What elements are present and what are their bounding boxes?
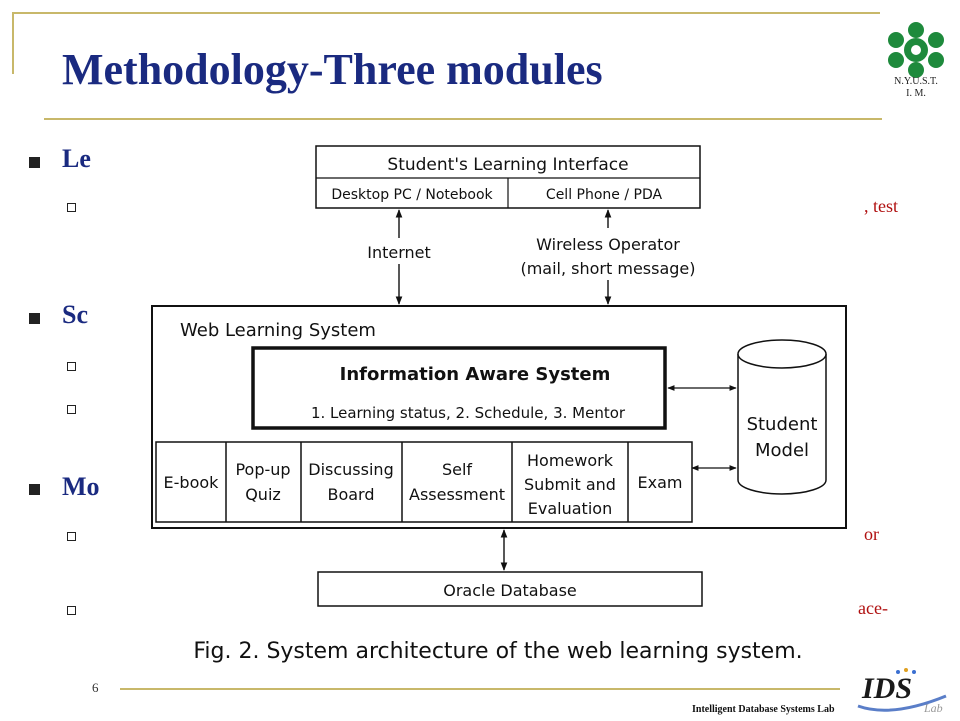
slide-frame-top bbox=[12, 12, 880, 14]
information-aware-box bbox=[251, 346, 667, 430]
sub-bullet-5-text: ace- bbox=[858, 598, 888, 618]
title-divider bbox=[44, 118, 882, 120]
interface-title: Student's Learning Interface bbox=[387, 155, 628, 175]
bullet-3-text: Mo bbox=[62, 472, 100, 501]
ias-items: 1. Learning status, 2. Schedule, 3. Ment… bbox=[311, 404, 626, 422]
sub-bullet-icon bbox=[67, 203, 76, 212]
logo-line-1: N.Y.U.S.T. bbox=[894, 76, 938, 87]
module-popup-quiz-1: Pop-up bbox=[235, 460, 290, 479]
sub-bullet-icon bbox=[67, 606, 76, 615]
sub-bullet-icon bbox=[67, 532, 76, 541]
ids-logo-text: IDS bbox=[861, 672, 912, 705]
module-popup-quiz-2: Quiz bbox=[245, 485, 281, 504]
bullet-square-icon bbox=[29, 484, 40, 495]
sub-bullet-4-text: or bbox=[864, 524, 879, 544]
module-self-assessment-2: Assessment bbox=[409, 485, 505, 504]
slide-title: Methodology-Three modules bbox=[62, 45, 603, 94]
student-model-cylinder bbox=[737, 339, 827, 495]
module-homework-1: Homework bbox=[527, 451, 614, 470]
desktop-label: Desktop PC / Notebook bbox=[331, 187, 493, 203]
module-exam: Exam bbox=[638, 473, 683, 492]
student-model-label-2: Model bbox=[755, 440, 809, 461]
ids-logo-sub: Lab bbox=[923, 701, 943, 715]
figure-caption: Fig. 2. System architecture of the web l… bbox=[193, 639, 802, 664]
sub-bullet-1-text: , test bbox=[864, 196, 898, 216]
leaf-emblem-icon bbox=[888, 22, 944, 78]
bullet-square-icon bbox=[29, 157, 40, 168]
footer-divider bbox=[120, 688, 840, 690]
cell-label: Cell Phone / PDA bbox=[546, 187, 663, 203]
bullet-1-text: Le bbox=[62, 144, 91, 173]
module-homework-2: Submit and bbox=[524, 475, 616, 494]
modules-row bbox=[155, 441, 693, 523]
ids-logo-icon: IDS Lab bbox=[857, 668, 947, 715]
module-discussing-board-1: Discussing bbox=[308, 460, 393, 479]
oracle-database-box bbox=[317, 571, 703, 607]
footer-lab-name: Intelligent Database Systems Lab bbox=[692, 704, 835, 715]
wireless-label-1: Wireless Operator bbox=[536, 235, 680, 254]
university-logo: N.Y.U.S.T. I. M. bbox=[886, 20, 946, 106]
architecture-diagram: Student's Learning Interface Desktop PC … bbox=[151, 145, 847, 664]
student-model-label-1: Student bbox=[747, 414, 818, 435]
module-ebook: E-book bbox=[164, 473, 220, 492]
bullet-square-icon bbox=[29, 313, 40, 324]
module-homework-3: Evaluation bbox=[528, 499, 612, 518]
oracle-label: Oracle Database bbox=[443, 581, 577, 600]
system-architecture-figure: Student's Learning Interface Desktop PC … bbox=[150, 130, 858, 670]
page-number: 6 bbox=[92, 680, 99, 695]
sub-bullet-icon bbox=[67, 362, 76, 371]
internet-label: Internet bbox=[367, 243, 431, 262]
ias-title: Information Aware System bbox=[340, 364, 611, 385]
bullet-2-text: Sc bbox=[62, 300, 88, 329]
ids-lab-logo: IDS Lab bbox=[852, 666, 952, 716]
slide-frame-left bbox=[12, 12, 14, 74]
module-self-assessment-1: Self bbox=[442, 460, 472, 479]
wireless-label-2: (mail, short message) bbox=[520, 259, 695, 278]
web-system-label: Web Learning System bbox=[180, 320, 376, 341]
module-discussing-board-2: Board bbox=[327, 485, 374, 504]
sub-bullet-icon bbox=[67, 405, 76, 414]
logo-line-2: I. M. bbox=[906, 88, 926, 99]
